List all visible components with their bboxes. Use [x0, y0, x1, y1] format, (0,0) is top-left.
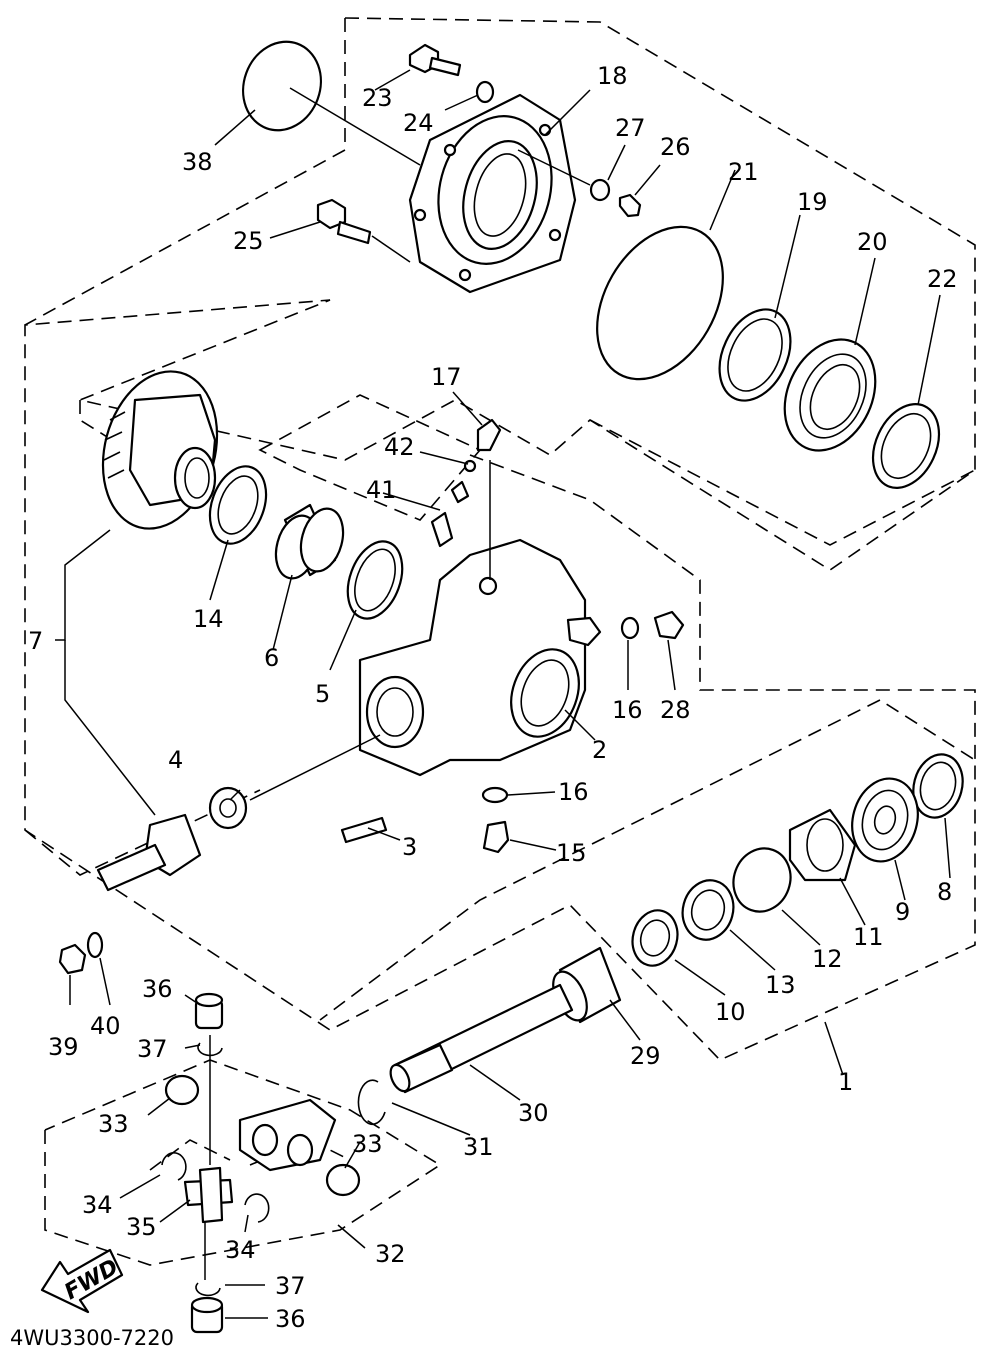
callout-31: 31	[463, 1133, 494, 1161]
assembly-group-outlines	[24, 17, 976, 1266]
bearing-9	[851, 777, 919, 863]
callout-25: 25	[233, 227, 264, 255]
washer-24	[475, 80, 495, 104]
callout-37-lower: 37	[275, 1272, 306, 1300]
callout-24: 24	[403, 109, 434, 137]
callout-22: 22	[927, 265, 958, 293]
callout-20: 20	[857, 228, 888, 256]
callout-8: 8	[937, 878, 952, 906]
bearing-cup-33-right	[325, 1163, 361, 1197]
clip-42	[463, 459, 477, 473]
callout-15: 15	[556, 839, 587, 867]
shim-14	[208, 465, 268, 545]
callout-18: 18	[597, 62, 628, 90]
diagram-code: 4WU3300-7220	[10, 1326, 174, 1350]
o-ring-12	[732, 847, 792, 913]
circlip-34-left	[161, 1152, 187, 1181]
callout-14: 14	[193, 605, 224, 633]
bushing-36-upper	[194, 992, 224, 1030]
oil-seal-5	[346, 540, 404, 620]
callout-7: 7	[28, 627, 43, 655]
callout-33-right: 33	[352, 1130, 383, 1158]
callout-42: 42	[384, 433, 415, 461]
callout-10: 10	[715, 998, 746, 1026]
callout-13: 13	[765, 971, 796, 999]
callout-9: 9	[895, 898, 910, 926]
bolt-25	[316, 198, 372, 245]
callout-36-upper: 36	[142, 975, 173, 1003]
stud-bolt-3	[340, 816, 388, 844]
callout-23: 23	[362, 84, 393, 112]
callout-32: 32	[375, 1240, 406, 1268]
callout-4: 4	[168, 746, 183, 774]
washer-40	[86, 931, 104, 959]
circlip-34-right	[244, 1193, 270, 1223]
circlip-31	[357, 1079, 386, 1125]
callout-33-left: 33	[98, 1110, 129, 1138]
callout-16-lower: 16	[558, 778, 589, 806]
callout-11: 11	[853, 923, 884, 951]
callout-21: 21	[728, 158, 759, 186]
callout-37-upper: 37	[137, 1035, 168, 1063]
leader-lines	[55, 69, 951, 1319]
callout-27: 27	[615, 114, 646, 142]
callout-2: 2	[592, 736, 607, 764]
gear-case-2	[358, 538, 602, 777]
callout-16-upper: 16	[612, 696, 643, 724]
bearing-cup-33-left	[164, 1074, 200, 1106]
pinion-gear-7	[96, 813, 202, 892]
callout-35: 35	[126, 1213, 157, 1241]
bearing-20	[783, 338, 877, 452]
forward-arrow-icon: FWD	[40, 1248, 124, 1314]
callout-6: 6	[264, 644, 279, 672]
callout-39: 39	[48, 1033, 79, 1061]
callout-30: 30	[518, 1099, 549, 1127]
o-ring-21	[596, 225, 724, 381]
callout-41: 41	[366, 476, 397, 504]
o-ring-38	[242, 40, 322, 132]
callout-labels: 38 23 24 18 27 26 21 19 20 22 25 17 42 4…	[28, 62, 958, 1333]
plug-28	[653, 610, 685, 640]
shim-19	[718, 308, 792, 402]
callout-38: 38	[182, 148, 213, 176]
plug-15	[482, 820, 510, 854]
callout-34-left: 34	[82, 1191, 113, 1219]
universal-joint-32	[238, 1098, 337, 1172]
callout-26: 26	[660, 133, 691, 161]
spider-35	[183, 1166, 234, 1224]
oil-seal-13	[681, 879, 735, 941]
circlip-37-lower	[195, 1282, 221, 1297]
callout-5: 5	[315, 680, 330, 708]
drive-shaft-30	[389, 983, 574, 1094]
ring-gear-7	[101, 370, 219, 530]
callout-12: 12	[812, 945, 843, 973]
bolt-23	[408, 43, 462, 77]
cover-18	[408, 93, 577, 294]
callout-17: 17	[431, 363, 462, 391]
callout-40: 40	[90, 1012, 121, 1040]
washer-16-lower	[481, 786, 509, 804]
bushing-4	[208, 786, 248, 830]
bearing-6	[274, 503, 345, 580]
washer-16-upper	[620, 616, 640, 640]
callout-3: 3	[402, 833, 417, 861]
bearing-10	[631, 909, 679, 967]
washer-27	[589, 178, 611, 202]
pin-41	[430, 480, 470, 548]
callout-1: 1	[838, 1068, 853, 1096]
callout-34-right: 34	[225, 1236, 256, 1264]
plug-26	[618, 193, 642, 218]
callout-19: 19	[797, 188, 828, 216]
nut-39	[58, 943, 87, 975]
circlip-37-upper	[197, 1042, 223, 1057]
shim-8	[912, 753, 964, 819]
bushing-36-lower	[190, 1296, 224, 1334]
collar-11	[788, 808, 857, 882]
callout-29: 29	[630, 1042, 661, 1070]
callout-28: 28	[660, 696, 691, 724]
elbow-17	[476, 418, 502, 452]
shim-22	[871, 403, 941, 489]
callout-36-lower: 36	[275, 1305, 306, 1333]
